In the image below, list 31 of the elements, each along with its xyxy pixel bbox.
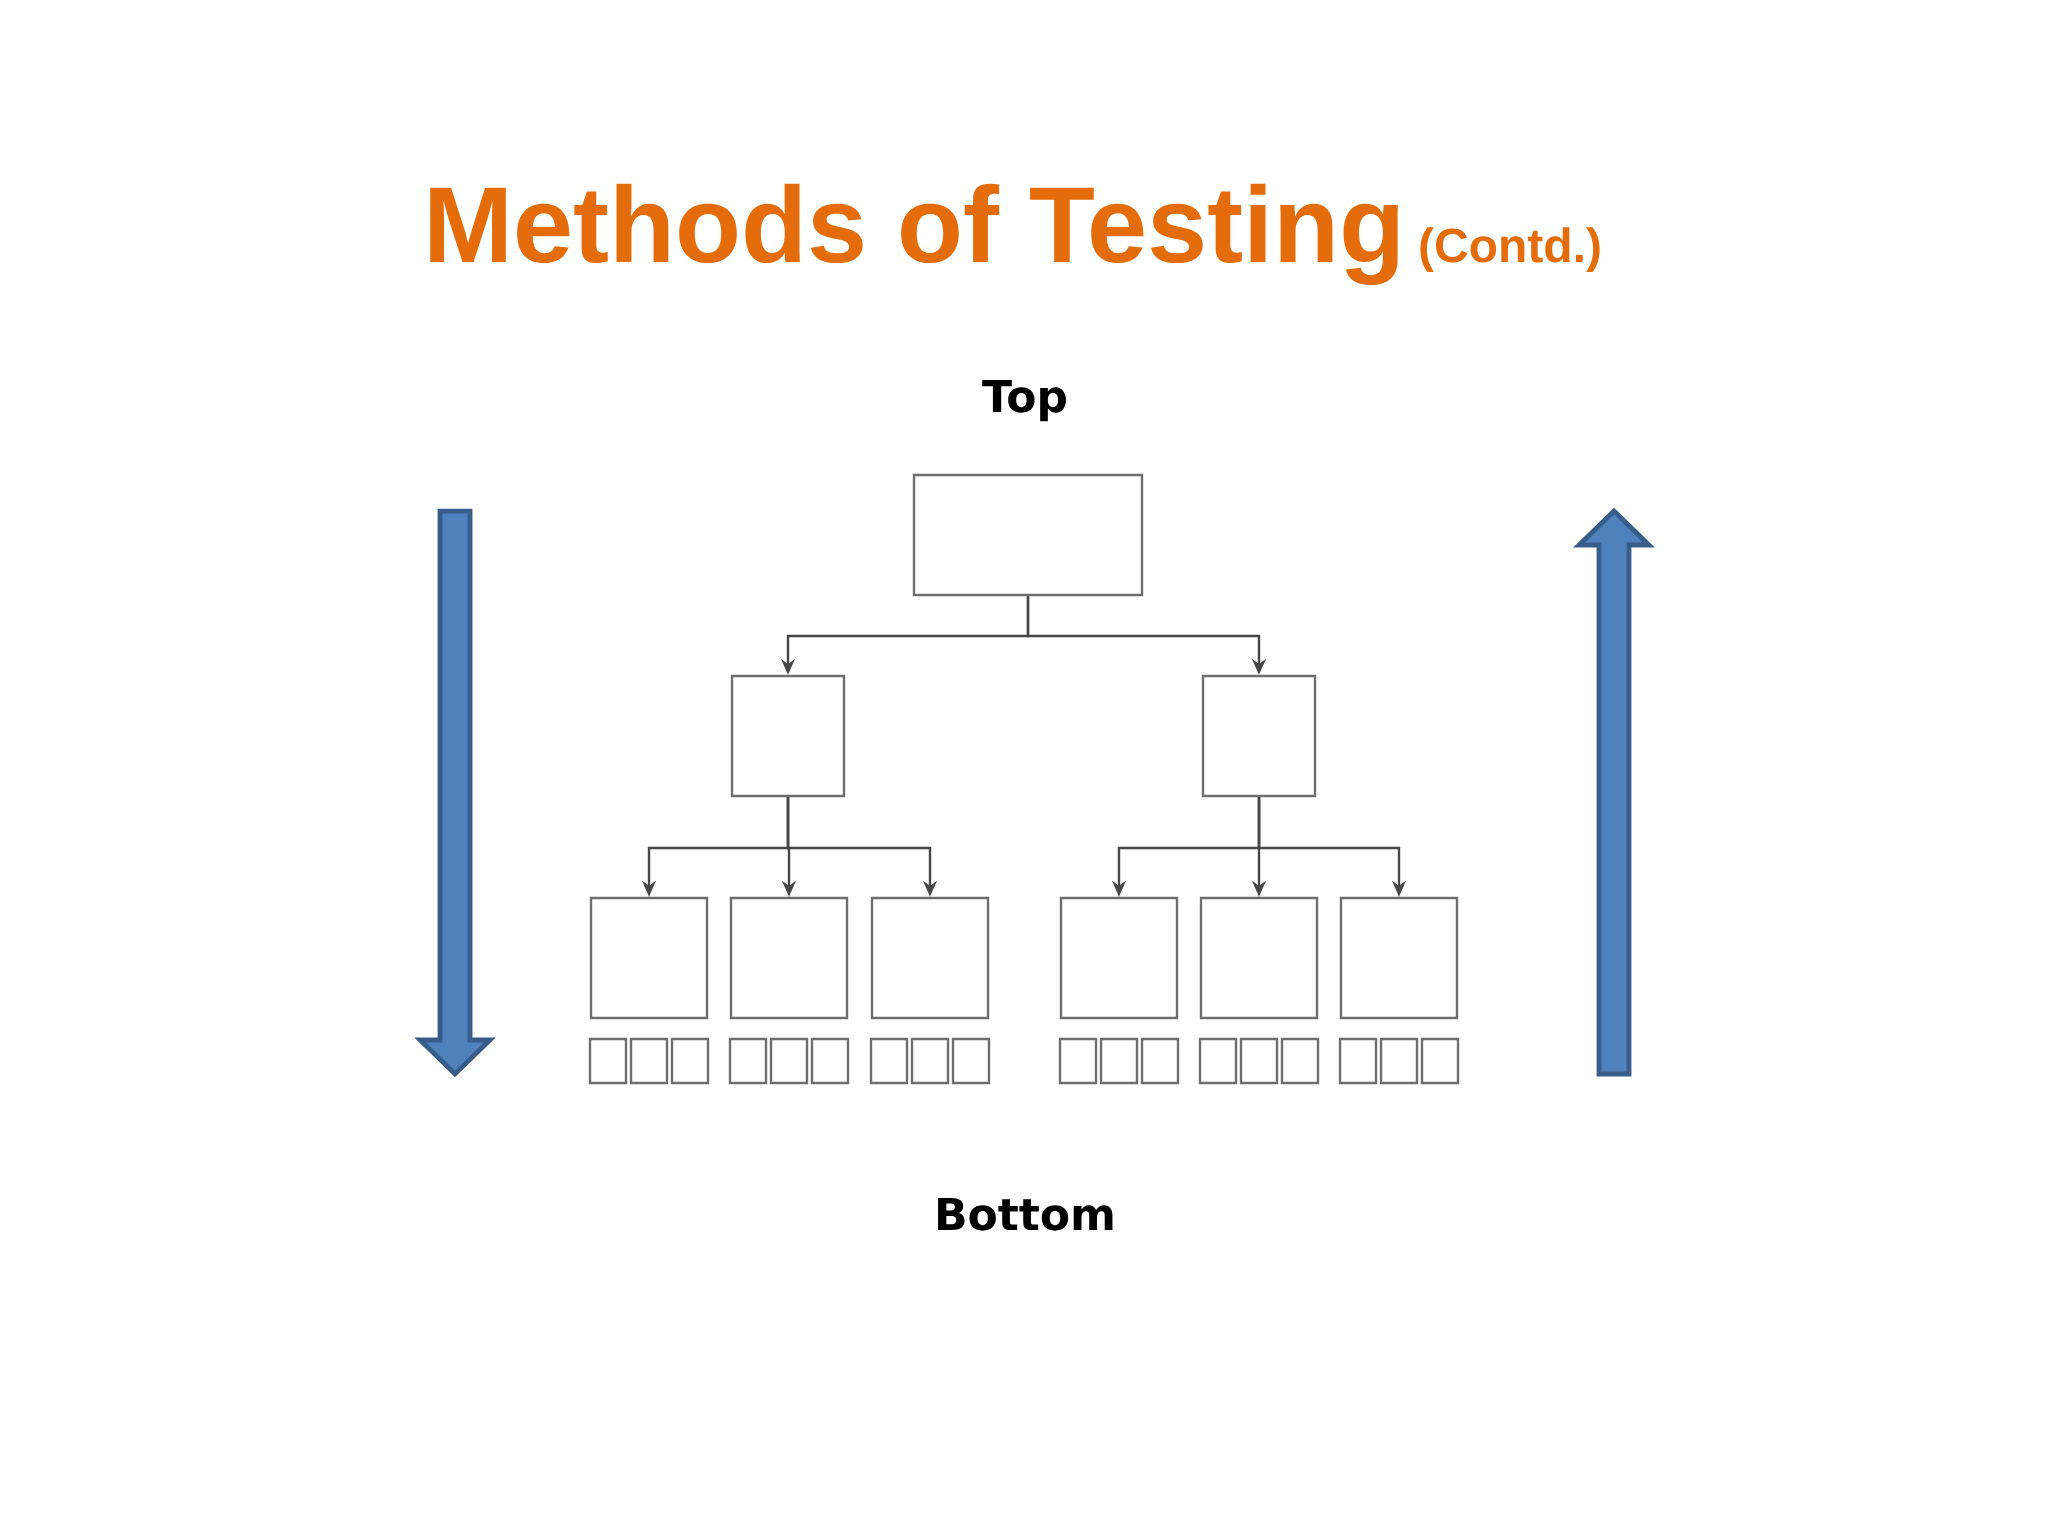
- subtitle: (Contd.): [1420, 227, 1600, 272]
- tree-box: [870, 896, 990, 1020]
- small-box: [810, 1037, 850, 1085]
- small-box: [1280, 1037, 1320, 1085]
- tree-box: [589, 896, 709, 1020]
- small-box: [1239, 1037, 1279, 1085]
- bottom-label: Bottom: [938, 1197, 1113, 1231]
- title: Methods of Testing: [430, 183, 1398, 285]
- tree-box: [1199, 896, 1319, 1020]
- tree-box: [729, 896, 849, 1020]
- small-box: [728, 1037, 768, 1085]
- small-box: [1420, 1037, 1460, 1085]
- small-box: [769, 1037, 809, 1085]
- small-box: [1099, 1037, 1139, 1085]
- small-box: [910, 1037, 950, 1085]
- small-box: [1198, 1037, 1238, 1085]
- small-box: [1338, 1037, 1378, 1085]
- small-box: [670, 1037, 710, 1085]
- tree-box: [1059, 896, 1179, 1020]
- small-box: [588, 1037, 628, 1085]
- small-box: [869, 1037, 909, 1085]
- small-box: [951, 1037, 991, 1085]
- tree-box: [1339, 896, 1459, 1020]
- small-box: [1140, 1037, 1180, 1085]
- tree-box: [1201, 674, 1317, 798]
- tree-box: [912, 473, 1144, 597]
- small-box: [1379, 1037, 1419, 1085]
- top-label: Top: [982, 379, 1066, 422]
- small-box: [1058, 1037, 1098, 1085]
- tree-box: [730, 674, 846, 798]
- small-box: [629, 1037, 669, 1085]
